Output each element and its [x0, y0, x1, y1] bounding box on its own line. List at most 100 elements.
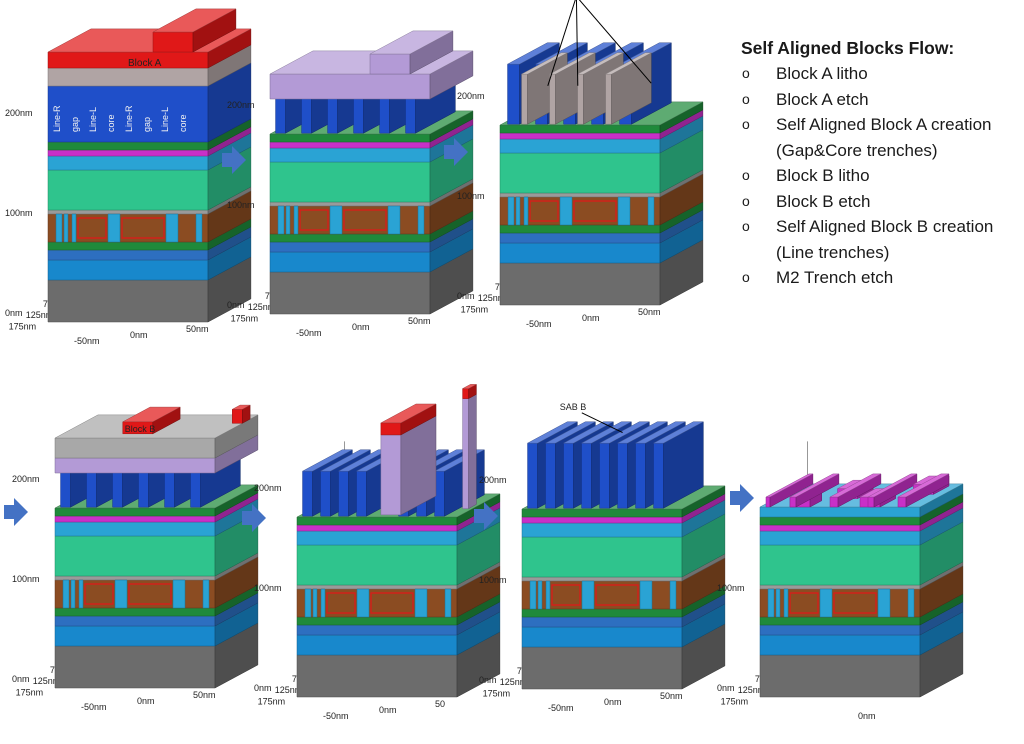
block-b-cap-top	[380, 403, 437, 424]
width-tick-label: -50nm	[296, 328, 322, 338]
spacer-fin-front	[338, 470, 349, 517]
via-front	[537, 580, 543, 610]
via-outline	[595, 584, 639, 606]
legend-step-text: Block B litho	[776, 166, 870, 185]
cap-layer-front	[47, 67, 209, 87]
via	[819, 588, 833, 618]
m2-line-front	[867, 496, 875, 508]
m2-line-front	[789, 496, 797, 508]
via-outline	[299, 209, 329, 231]
flow-arrow-icon	[730, 484, 754, 512]
legend-step-text: Self Aligned Block A creation (Gap&Core …	[776, 115, 992, 160]
z-tick-label: 100nm	[12, 574, 40, 584]
blue-lower-front	[499, 242, 661, 264]
base-front	[54, 645, 216, 689]
z-tick-label: 200nm	[457, 91, 485, 101]
gray-sep-front	[47, 209, 209, 215]
via-outline	[326, 592, 356, 614]
blue-lower-front	[47, 259, 209, 281]
spacer-fin-front	[138, 471, 149, 508]
via	[312, 588, 318, 618]
blue-lower-front	[296, 634, 458, 656]
trench-label: core	[106, 114, 116, 132]
via	[529, 580, 537, 610]
depth-tick-label: 125nm	[275, 685, 303, 695]
mandrel-raised-front	[369, 53, 411, 75]
block-a-raised-front	[152, 31, 194, 53]
legend-step-text: Block A etch	[776, 89, 869, 109]
spacer-fin-top	[617, 421, 668, 444]
block-a-label: Block A	[128, 58, 162, 69]
via-front	[202, 579, 210, 609]
cyan-layer-front	[759, 530, 921, 546]
via	[329, 205, 343, 235]
via-front	[819, 588, 833, 618]
via	[444, 588, 452, 618]
trench-label: Line-L	[88, 107, 98, 132]
via	[523, 196, 529, 226]
sab-a-arrow	[578, 0, 652, 84]
via-front	[515, 196, 521, 226]
block-b-cap	[380, 403, 437, 436]
via-front	[417, 205, 425, 235]
via-front	[907, 588, 915, 618]
bullet-circle-icon: o	[742, 192, 750, 209]
via-front	[63, 213, 69, 243]
via-front	[195, 213, 203, 243]
green-high-front	[269, 133, 431, 143]
via-outline	[128, 583, 172, 605]
magenta-layer-front	[296, 524, 458, 532]
via	[356, 588, 370, 618]
cyan-layer-front	[521, 522, 683, 538]
via	[877, 588, 891, 618]
green-low-front	[269, 233, 431, 243]
blue-mid-front	[499, 232, 661, 244]
block-b-small	[232, 404, 251, 424]
magenta-layer-front	[54, 515, 216, 523]
blue-mid-front	[759, 624, 921, 636]
width-tick-label: 0nm	[352, 322, 370, 332]
m2-line-front	[765, 496, 771, 508]
bullet-circle-icon: o	[742, 269, 750, 285]
m2-line	[789, 473, 840, 508]
via-front	[165, 213, 179, 243]
via	[515, 196, 521, 226]
depth-tick-label: 125nm	[738, 685, 766, 695]
via	[172, 579, 186, 609]
width-tick-label: 50nm	[186, 324, 209, 334]
depth-tick-label: 175nm	[231, 313, 259, 323]
via-front	[312, 588, 318, 618]
flow-arrow-icon	[474, 502, 498, 530]
spacer-fin-front	[545, 442, 556, 509]
mandrel-pillar-front	[380, 434, 402, 516]
blue-mid-front	[47, 249, 209, 261]
via	[647, 196, 655, 226]
via	[775, 588, 781, 618]
spacer-fin-front	[190, 471, 201, 508]
spacer-fin-front	[60, 471, 71, 508]
depth-tick-label: 175nm	[16, 687, 44, 697]
via	[669, 580, 677, 610]
via-front	[55, 213, 63, 243]
panel-7: 100nm0nm75nm125nm175nm0nm	[717, 441, 964, 721]
depth-tick-label: 175nm	[721, 696, 749, 706]
depth-tick-label: 125nm	[248, 302, 276, 312]
via-front	[529, 580, 537, 610]
spacer-fin-front	[302, 470, 313, 517]
z-tick-label: 200nm	[227, 100, 255, 110]
via	[107, 213, 121, 243]
via-front	[304, 588, 312, 618]
green-low-front	[47, 241, 209, 251]
width-tick-label: 0nm	[379, 705, 397, 715]
via	[320, 588, 326, 618]
spacer-fin-front	[301, 97, 312, 134]
via-front	[356, 588, 370, 618]
via-front	[545, 580, 551, 610]
teal-layer-front	[296, 544, 458, 586]
via	[414, 588, 428, 618]
width-tick-label: 0nm	[130, 330, 148, 340]
via-outline	[789, 592, 819, 614]
trench-label: core	[178, 114, 188, 132]
